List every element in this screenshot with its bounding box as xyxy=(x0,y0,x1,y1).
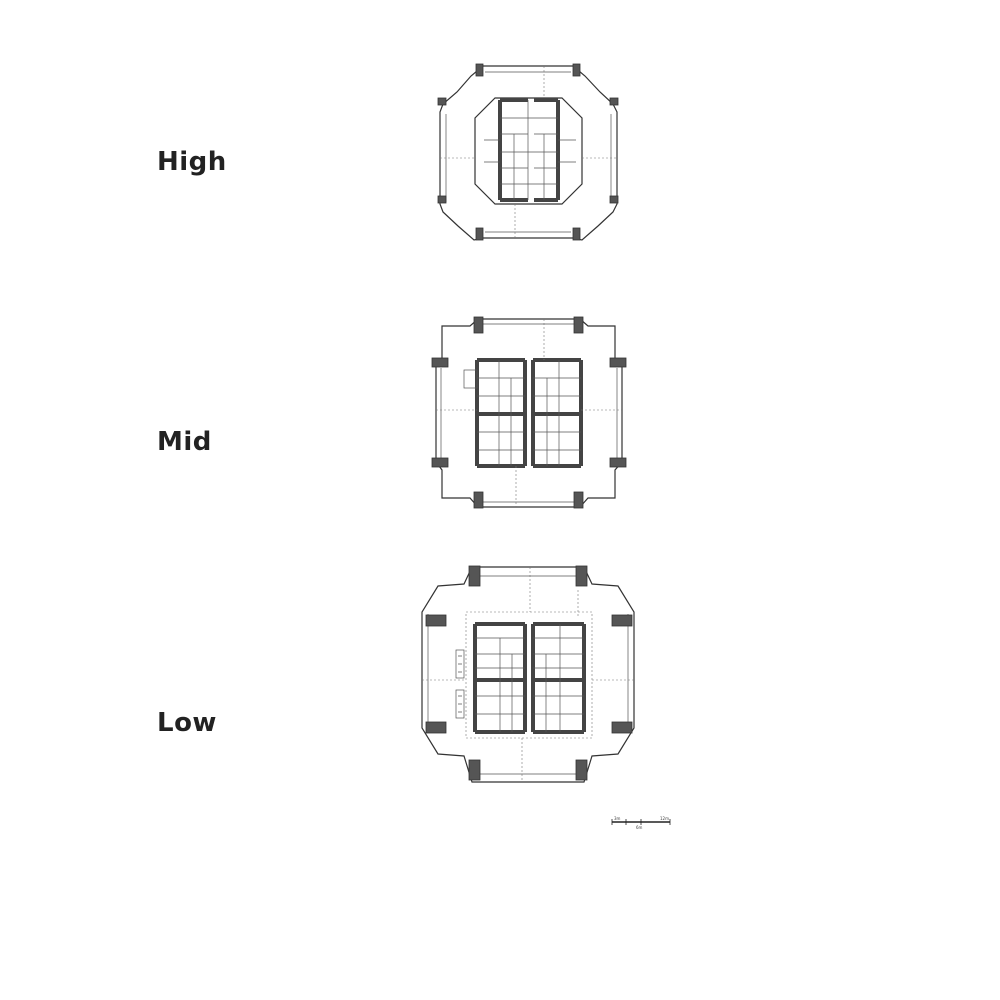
scale-bar-label-right: 12m xyxy=(660,816,669,821)
plan-high-envelope xyxy=(439,65,618,241)
scale-bar-label-middle: 6m xyxy=(636,825,643,830)
label-low: Low xyxy=(157,708,217,738)
plan-low-column xyxy=(611,614,633,627)
scale-bar-label-left: 3m xyxy=(614,816,621,821)
plan-high-column xyxy=(609,97,619,106)
scale-bar: 3m 6m 12m xyxy=(611,816,671,830)
plan-mid-column xyxy=(609,457,627,468)
plan-high-column xyxy=(475,227,484,241)
plan-high-column xyxy=(572,63,581,77)
plan-high-column xyxy=(437,97,447,106)
plan-mid xyxy=(431,316,627,509)
plan-low xyxy=(421,565,635,783)
plan-mid-column xyxy=(573,491,584,509)
plan-high-column xyxy=(609,195,619,204)
plan-high-column xyxy=(572,227,581,241)
plan-low-column xyxy=(468,759,481,781)
plan-low-column xyxy=(425,614,447,627)
plan-low-column xyxy=(575,565,588,587)
plan-mid-envelope xyxy=(435,318,623,508)
label-high: High xyxy=(157,147,227,177)
plan-low-column xyxy=(611,721,633,734)
plan-mid-column xyxy=(573,316,584,334)
plan-low-column xyxy=(575,759,588,781)
plan-high-core xyxy=(474,97,583,205)
plan-mid-column xyxy=(473,316,484,334)
plan-mid-column xyxy=(431,357,449,368)
plan-high xyxy=(437,63,619,241)
plan-low-envelope xyxy=(421,566,635,783)
plan-high-column xyxy=(475,63,484,77)
label-mid: Mid xyxy=(157,427,212,457)
plan-mid-column xyxy=(431,457,449,468)
plan-low-column xyxy=(425,721,447,734)
plan-low-column xyxy=(468,565,481,587)
plan-mid-column xyxy=(473,491,484,509)
plan-mid-column xyxy=(609,357,627,368)
plan-high-column xyxy=(437,195,447,204)
